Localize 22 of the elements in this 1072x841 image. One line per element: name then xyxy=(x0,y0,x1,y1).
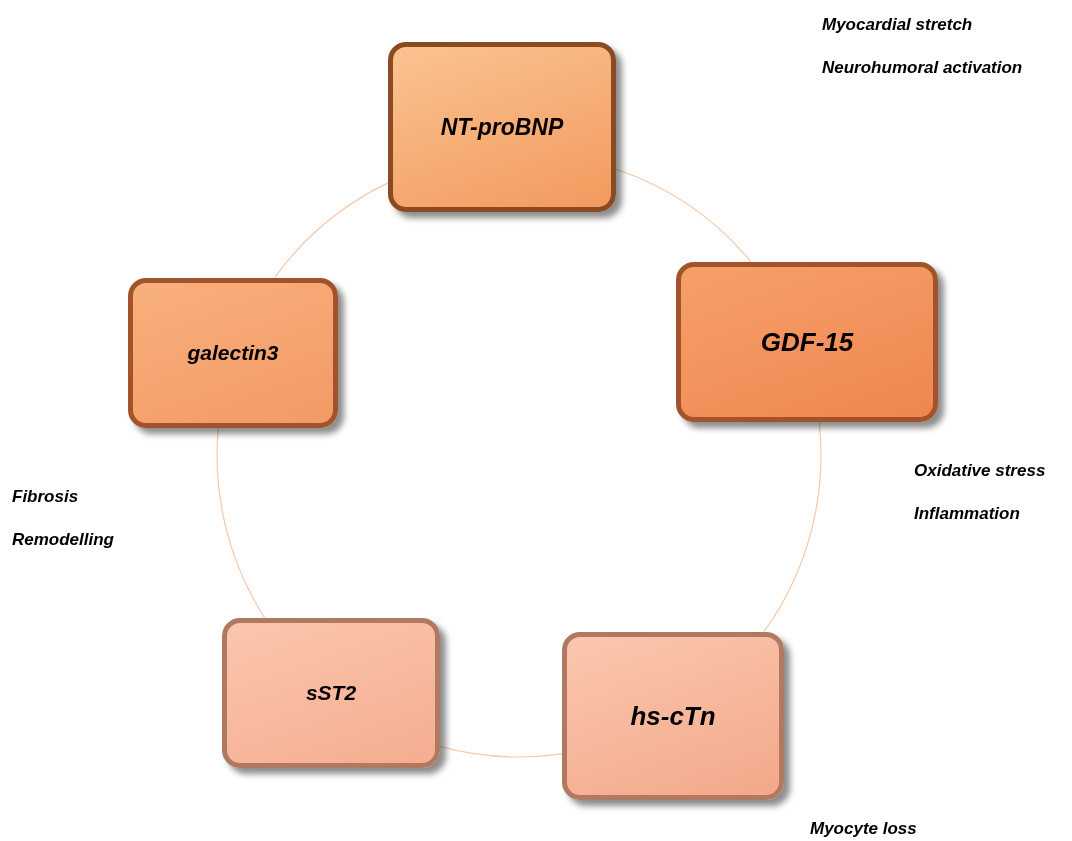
annotation-text: Remodelling xyxy=(12,529,114,551)
connector-arc xyxy=(439,746,563,758)
rounded-box xyxy=(222,618,440,768)
box-label: NT-proBNP xyxy=(440,112,564,142)
annotation-text: Myocardial stretch xyxy=(822,14,973,36)
annotation-text: Inflammation xyxy=(914,503,1020,525)
connector-arc xyxy=(763,421,822,633)
box-label: sST2 xyxy=(305,680,357,707)
box-label: GDF-15 xyxy=(760,325,854,359)
connector-arc xyxy=(616,168,752,263)
rounded-box xyxy=(388,42,616,212)
annotation-text: Oxidative stress xyxy=(914,460,1046,482)
rounded-box xyxy=(562,632,784,800)
annotation-text: Fibrosis xyxy=(12,486,79,508)
rounded-box xyxy=(128,278,338,428)
connector-arc xyxy=(216,428,266,619)
rounded-box xyxy=(676,262,938,422)
box-label: hs-cTn xyxy=(630,699,716,733)
box-label: galectin3 xyxy=(187,340,279,367)
connector-arc xyxy=(274,182,389,279)
annotation-text: Neurohumoral activation xyxy=(822,57,1023,79)
annotation-text: Myocyte loss xyxy=(810,818,917,840)
